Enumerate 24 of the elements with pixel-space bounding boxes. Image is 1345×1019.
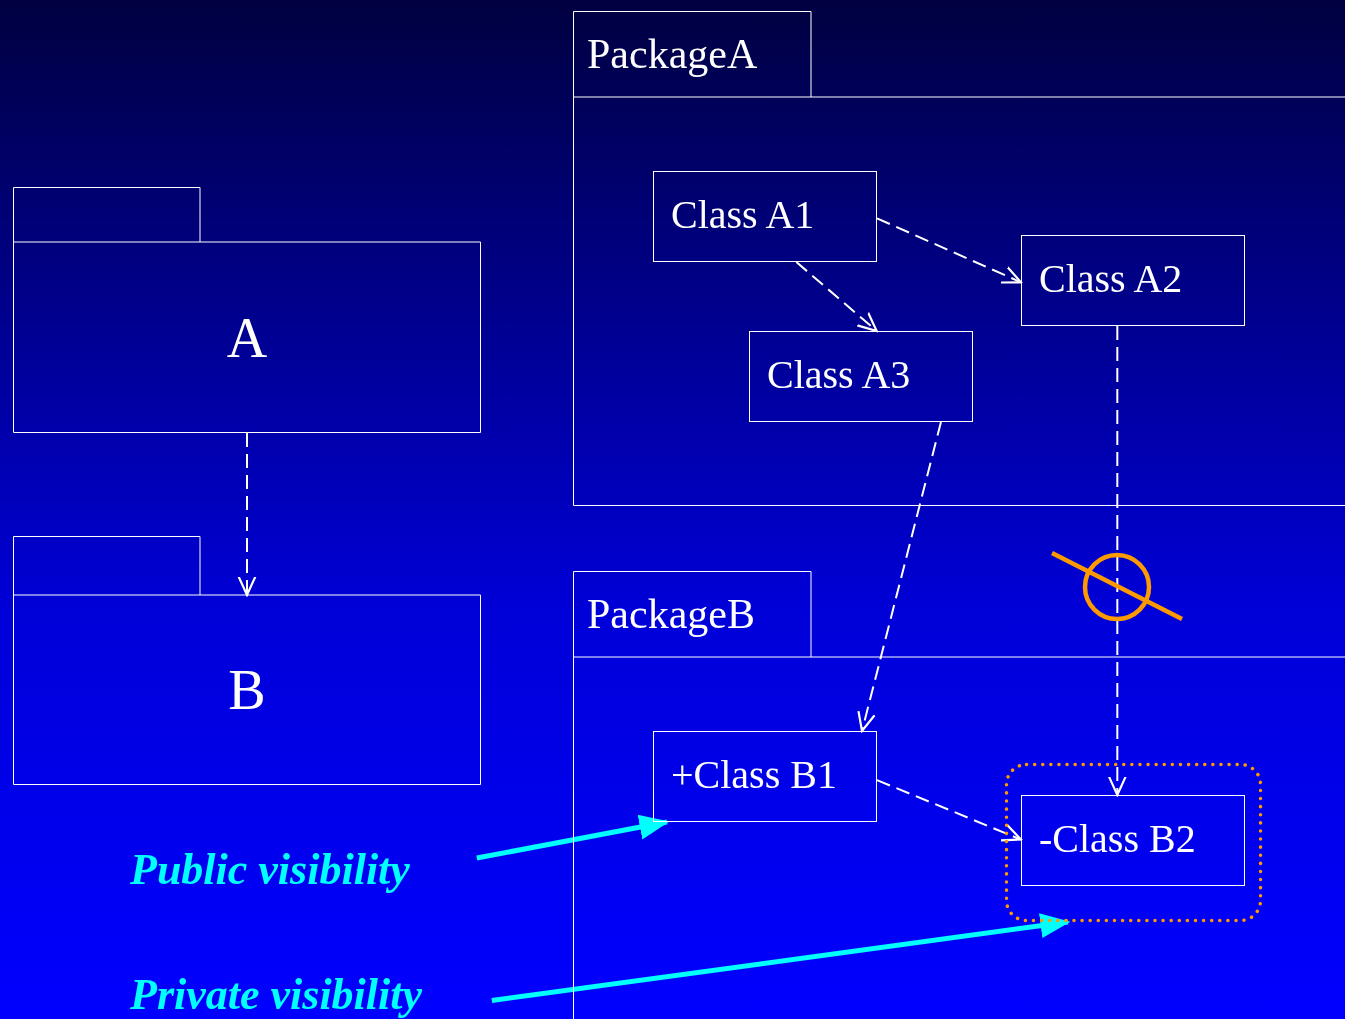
annotation-text: Private visibility xyxy=(130,972,423,1018)
package-name: PackageB xyxy=(587,590,755,638)
pointer-arrow xyxy=(491,913,1071,1003)
class-box xyxy=(1021,795,1245,886)
dependency-arrow xyxy=(795,261,878,333)
class-box xyxy=(749,331,973,422)
dependency-arrow xyxy=(237,432,257,597)
dependency-arrow xyxy=(876,217,1023,284)
class-box xyxy=(653,171,877,262)
dependency-arrow xyxy=(876,779,1023,842)
annotation-text: Public visibility xyxy=(130,845,410,895)
package-name: PackageA xyxy=(587,30,758,78)
package-name: A xyxy=(225,305,269,370)
class-name: Class A3 xyxy=(767,351,911,399)
class-name: Class A2 xyxy=(1039,255,1183,303)
class-box xyxy=(1021,235,1245,326)
class-box xyxy=(653,731,877,822)
dependency-arrow xyxy=(1107,325,1127,797)
package-name: B xyxy=(227,658,267,722)
class-name: -Class B2 xyxy=(1039,815,1196,863)
class-name: Class A1 xyxy=(671,191,815,239)
class-name: +Class B1 xyxy=(671,751,837,799)
pointer-arrow xyxy=(476,814,670,861)
dependency-arrow xyxy=(857,421,942,733)
